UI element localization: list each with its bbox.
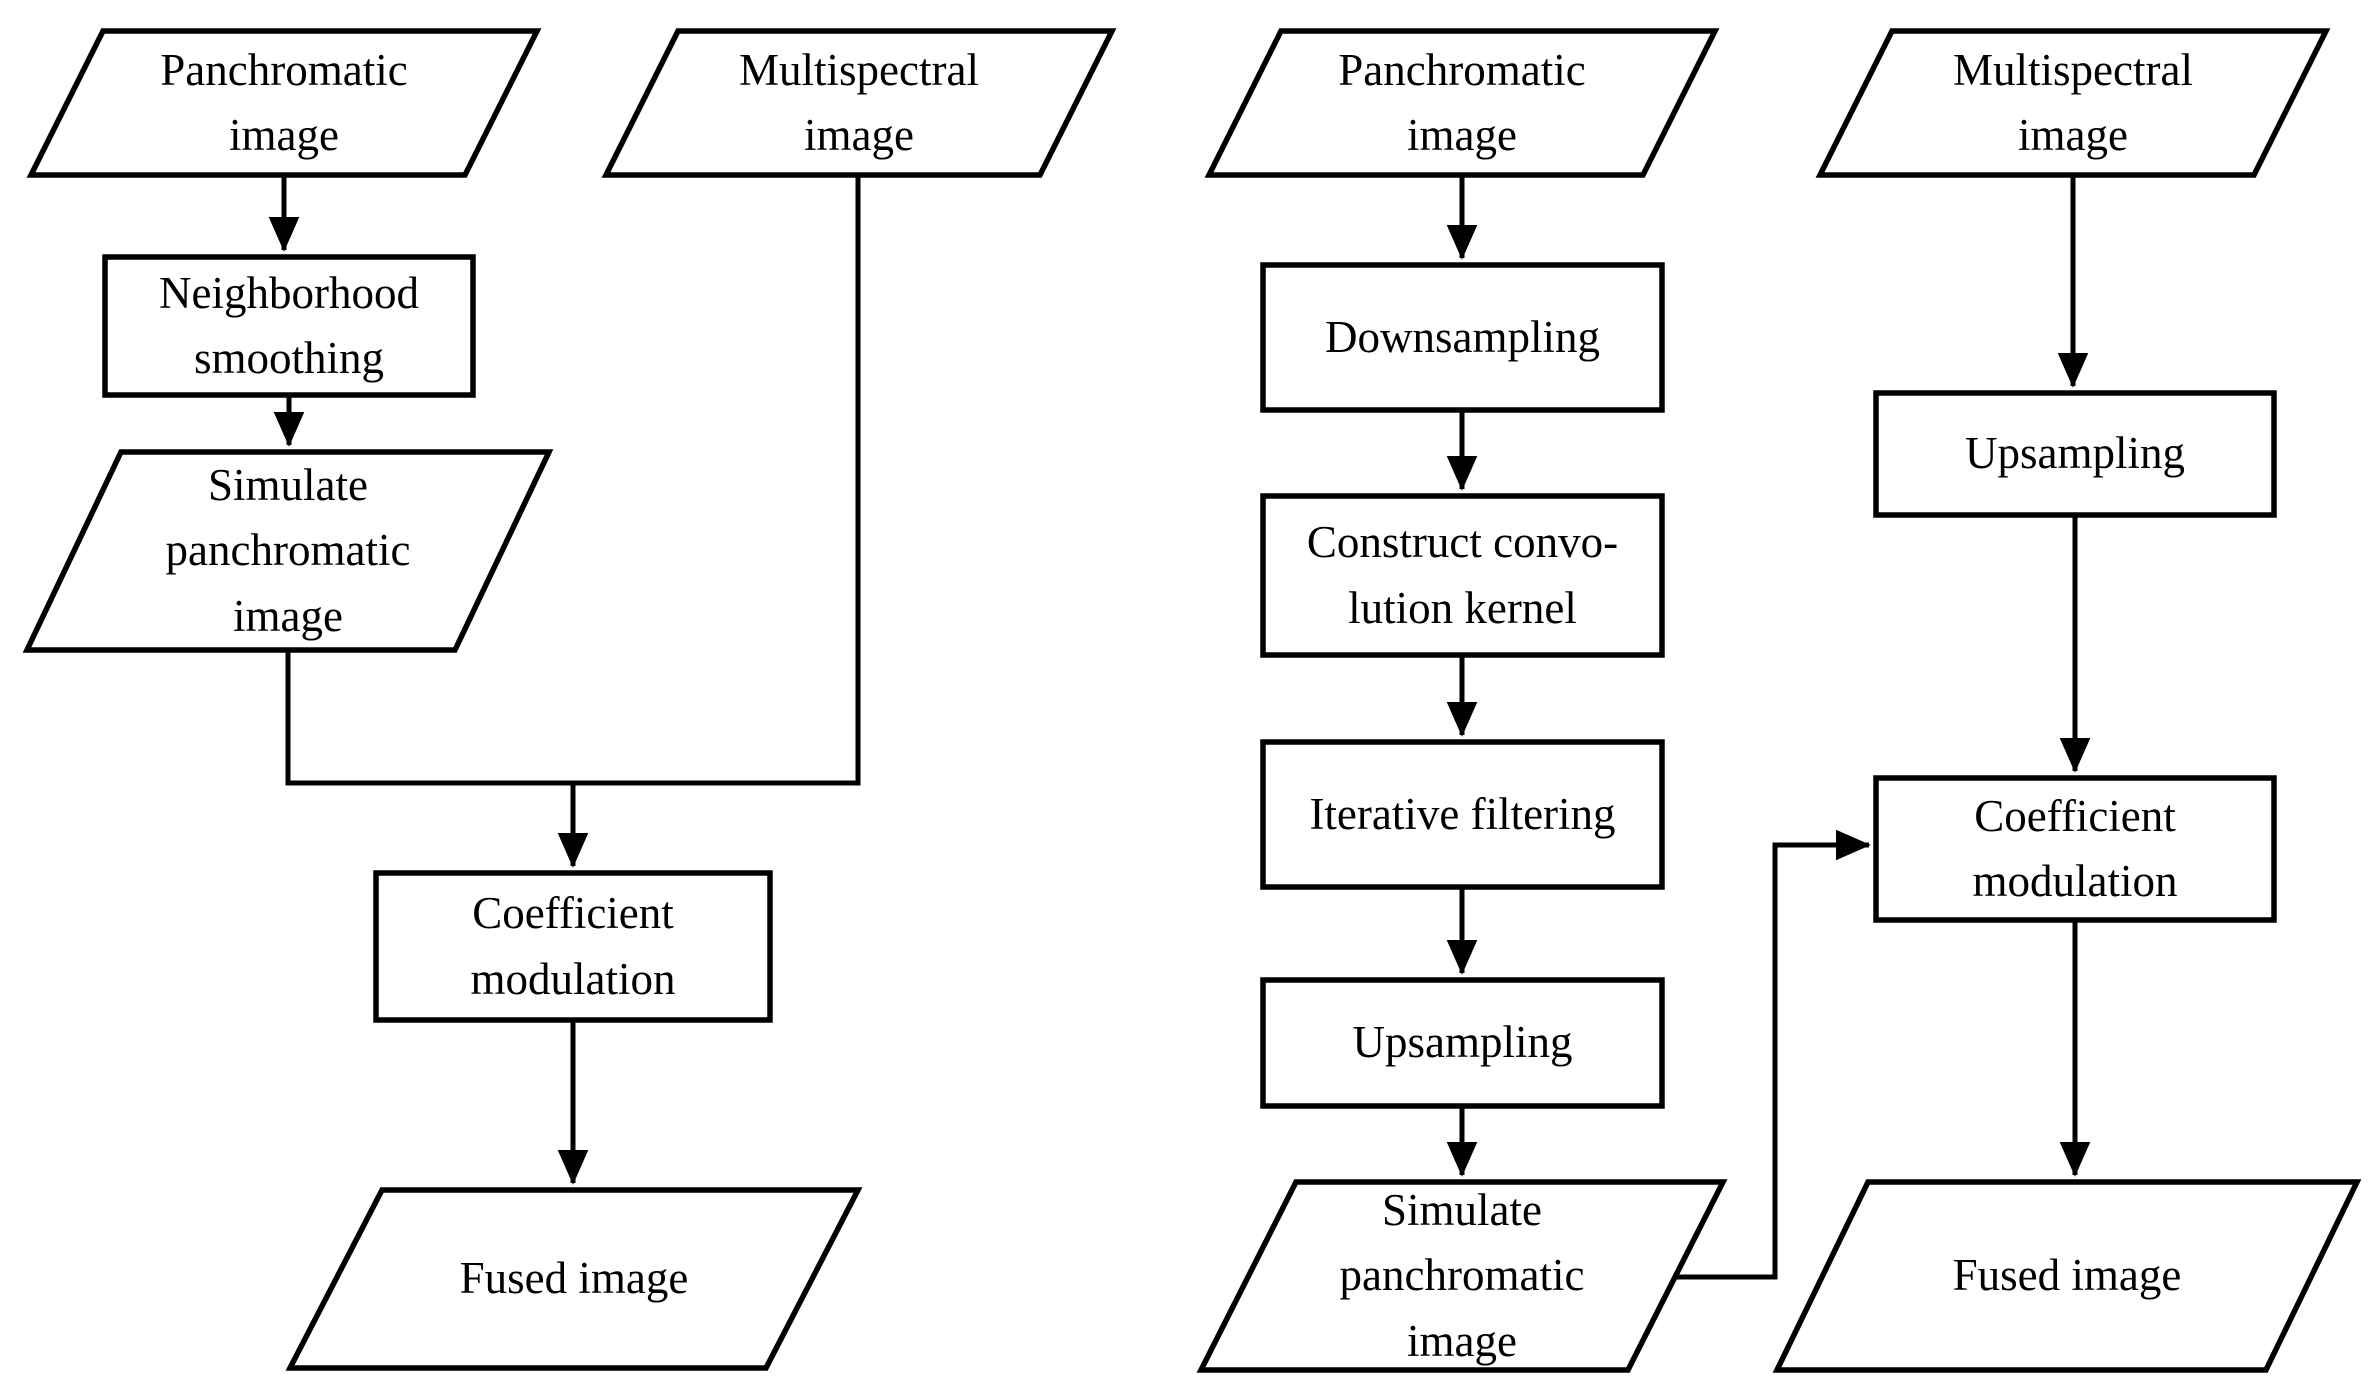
l-simulate-panchromatic-parallelogram bbox=[22, 449, 554, 653]
r-fused-image-parallelogram bbox=[1772, 1179, 2362, 1373]
r-construct-kernel-box bbox=[1260, 493, 1665, 658]
r-multispectral-input-parallelogram bbox=[1815, 28, 2331, 178]
l-coefficient-modulation-box bbox=[373, 870, 773, 1023]
r-iterative-filtering-box bbox=[1260, 739, 1665, 890]
l-fused-image-parallelogram bbox=[285, 1187, 863, 1371]
r-downsampling-box bbox=[1260, 262, 1665, 413]
l-neighborhood-smoothing-box bbox=[102, 254, 476, 398]
r-connector-simulated-to-modulation bbox=[1675, 829, 1871, 1280]
l-panchromatic-input-parallelogram bbox=[26, 28, 542, 178]
r-panchromatic-input-parallelogram bbox=[1204, 28, 1720, 178]
r-upsampling-ms-box bbox=[1873, 390, 2277, 518]
r-upsampling-pan-box bbox=[1260, 977, 1665, 1109]
r-coefficient-modulation-box bbox=[1873, 775, 2277, 923]
r-simulate-panchromatic-parallelogram bbox=[1196, 1179, 1728, 1373]
l-multispectral-input-parallelogram bbox=[601, 28, 1117, 178]
